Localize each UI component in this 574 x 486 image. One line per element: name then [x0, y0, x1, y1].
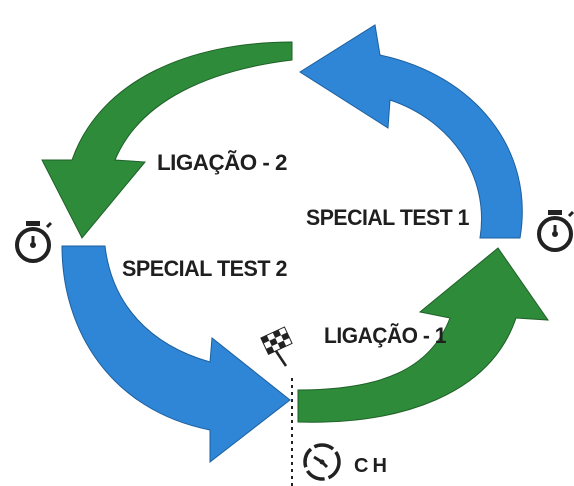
green-arrow-ligacao-1 — [297, 247, 550, 423]
stopwatch-icon — [15, 221, 53, 263]
label-ch: CH — [354, 455, 391, 477]
label-special-test-1: SPECIAL TEST 1 — [306, 205, 469, 230]
label-ligacao-2: LIGAÇÃO - 2 — [157, 150, 287, 175]
time-control-icon — [303, 443, 341, 481]
label-ligacao-1: LIGAÇÃO - 1 — [324, 323, 446, 348]
blue-arrow-special-test-2 — [61, 245, 291, 464]
checkered-flag-icon — [260, 326, 293, 367]
green-arrow-ligacao-2 — [41, 41, 293, 239]
blue-arrow-special-test-1 — [299, 24, 523, 239]
label-special-test-2: SPECIAL TEST 2 — [122, 256, 287, 281]
stopwatch-icon — [537, 210, 574, 252]
